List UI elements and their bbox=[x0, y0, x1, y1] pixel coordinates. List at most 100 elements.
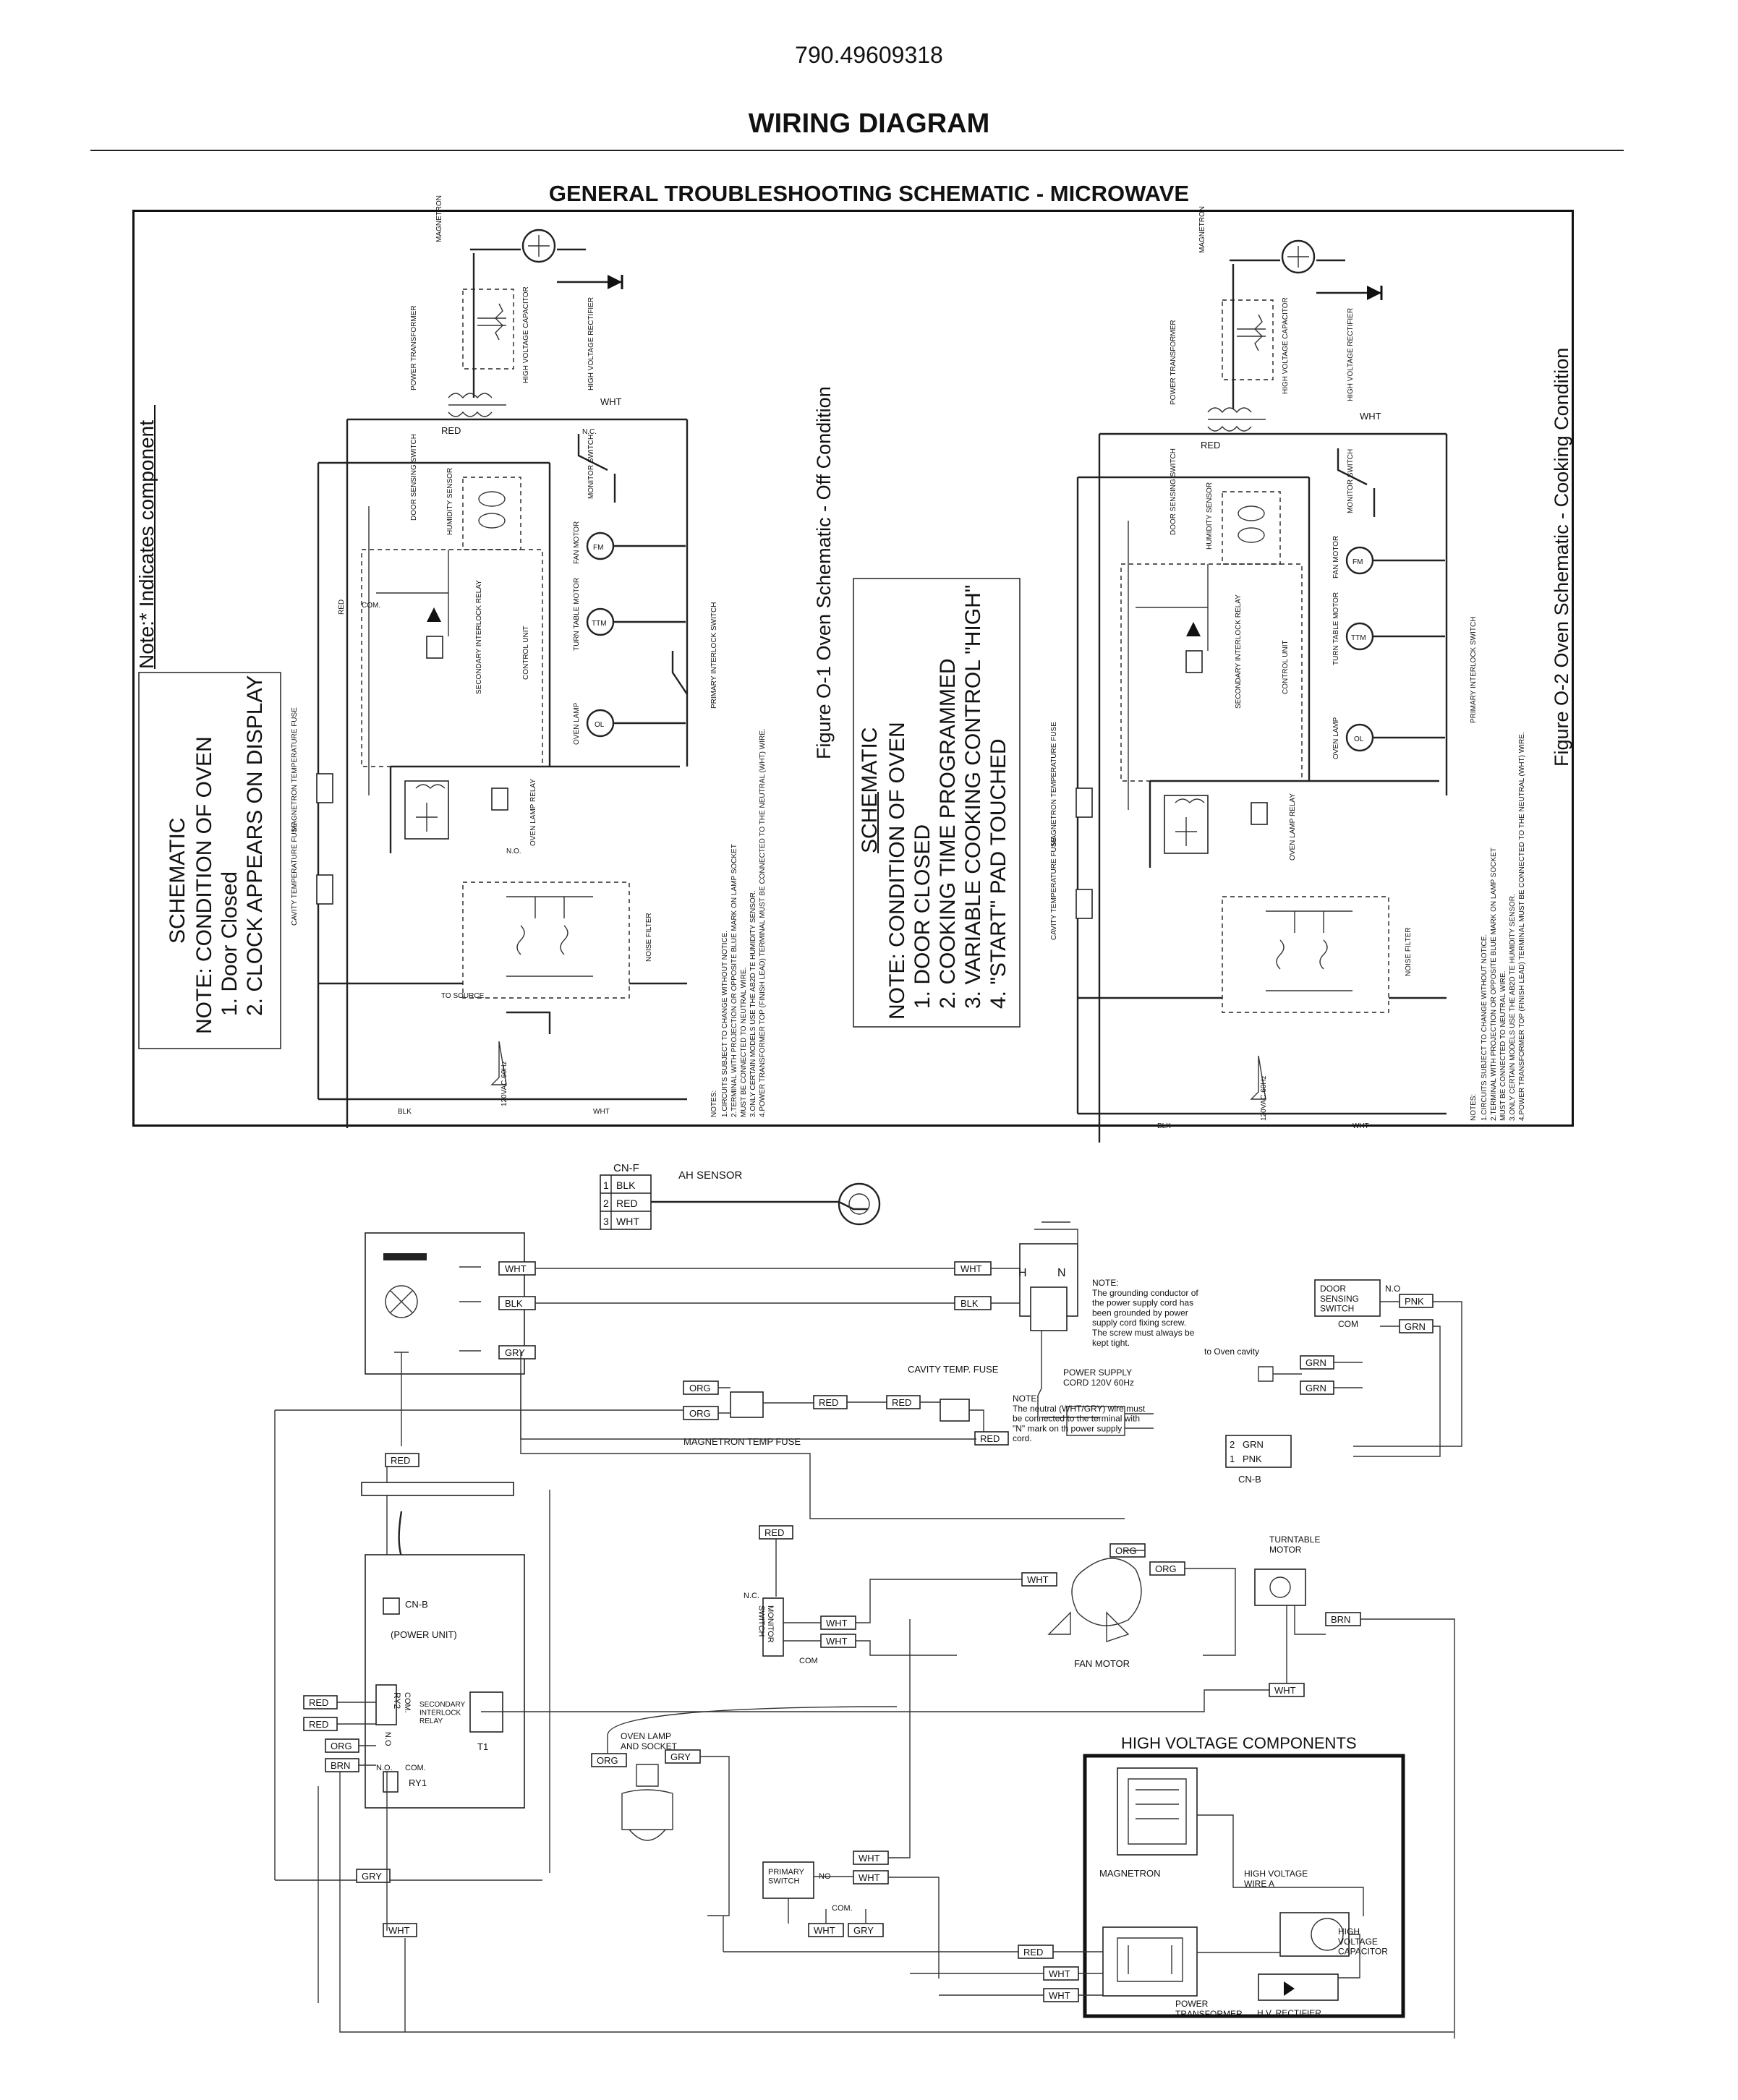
tag-blk-2: BLK bbox=[960, 1298, 979, 1309]
ry1-no: N.O. bbox=[376, 1764, 393, 1772]
cavity-temp-fuse-label: CAVITY TEMP. FUSE bbox=[908, 1364, 999, 1375]
door-com: COM bbox=[1338, 1319, 1358, 1329]
pictorial-wiring: CN-F 1 BLK 2 RED 3 WHT AH SENSOR WHT BLK… bbox=[274, 1162, 1462, 2039]
plug-h: H bbox=[1018, 1267, 1027, 1279]
figure-caption-right: Figure O-2 Oven Schematic - Cooking Cond… bbox=[1551, 348, 1572, 767]
cnb-pnk: PNK bbox=[1243, 1454, 1262, 1464]
label-red-org: RED bbox=[338, 599, 346, 615]
t1-label: T1 bbox=[477, 1741, 488, 1752]
label-primary-interlock-right: PRIMARY INTERLOCK SWITCH bbox=[1470, 617, 1478, 723]
hv-rectifier-label: H.V. RECTIFIER bbox=[1257, 2008, 1321, 2018]
note-right-2b: MUST BE CONNECTED TO NEUTRAL WIRE. bbox=[1499, 971, 1507, 1121]
label-magnetron-right: MAGNETRON bbox=[1198, 206, 1206, 253]
cnf-pin-2: 2 bbox=[603, 1198, 609, 1209]
schematic-block-title: SCHEMATIC bbox=[166, 818, 189, 944]
svg-text:OL: OL bbox=[595, 721, 605, 729]
label-primary-interlock: PRIMARY INTERLOCK SWITCH bbox=[710, 602, 718, 709]
title-rule bbox=[90, 150, 1624, 151]
tag-red-2: RED bbox=[892, 1397, 911, 1408]
tag-brn-2: BRN bbox=[1331, 1614, 1350, 1625]
label-hv-capacitor: HIGH VOLTAGE CAPACITOR bbox=[522, 286, 530, 383]
label-oven-lamp: OVEN LAMP bbox=[573, 702, 581, 745]
ry1-label: RY1 bbox=[409, 1777, 427, 1788]
tag-wht-11: WHT bbox=[1049, 1968, 1070, 1979]
tag-brn-1: BRN bbox=[331, 1760, 350, 1771]
label-oven-lamp-right: OVEN LAMP bbox=[1332, 717, 1340, 759]
label-humidity-sensor: HUMIDITY SENSOR bbox=[446, 468, 454, 535]
ry2-no: N.O bbox=[383, 1732, 392, 1746]
tag-blk-1: BLK bbox=[505, 1298, 523, 1309]
cnf-pin-1: 1 bbox=[603, 1179, 609, 1191]
condition-right-2: 2. COOKING TIME PROGRAMMED bbox=[936, 659, 960, 1010]
tag-grn-2: GRN bbox=[1305, 1357, 1326, 1368]
tag-grn-1: GRN bbox=[1405, 1321, 1426, 1332]
tag-red-3: RED bbox=[980, 1433, 1000, 1444]
label-control-unit: CONTROL UNIT bbox=[522, 626, 530, 680]
ah-sensor-label: AH SENSOR bbox=[678, 1169, 743, 1182]
tag-gry-4: GRY bbox=[853, 1925, 874, 1936]
tag-wht-7: WHT bbox=[1274, 1685, 1296, 1696]
label-humidity-sensor-right: HUMIDITY SENSOR bbox=[1206, 482, 1214, 550]
condition-title-right: NOTE: CONDITION OF OVEN bbox=[885, 722, 909, 1020]
tag-wht-1: WHT bbox=[505, 1263, 527, 1274]
tag-red-6: RED bbox=[309, 1719, 328, 1730]
label-oven-lamp-relay: OVEN LAMP RELAY bbox=[529, 779, 537, 846]
tag-red-5: RED bbox=[309, 1697, 328, 1708]
label-secondary-interlock-right: SECONDARY INTERLOCK RELAY bbox=[1235, 594, 1243, 709]
label-power-transformer: POWER TRANSFORMER bbox=[410, 305, 418, 390]
wire-wht-top-right: WHT bbox=[1360, 411, 1381, 422]
label-door-sensing-switch: DOOR SENSING SWITCH bbox=[410, 434, 418, 521]
label-magnetron-temp-fuse: MAGNETRON TEMPERATURE FUSE bbox=[291, 707, 299, 832]
wire-wht-top: WHT bbox=[600, 396, 622, 407]
note-2b: MUST BE CONNECTED TO NEUTRAL WIRE. bbox=[740, 968, 748, 1117]
label-fan-motor-right: FAN MOTOR bbox=[1332, 536, 1340, 579]
note-component: Note:* Indicates component bbox=[135, 420, 158, 669]
condition-right-4: 4. "START" PAD TOUCHED bbox=[987, 738, 1010, 1009]
label-noise-filter: NOISE FILTER bbox=[645, 913, 653, 962]
tag-org-3: ORG bbox=[331, 1741, 352, 1751]
note-4: 4.POWER TRANSFORMER TOP (FINISH LEAD) TE… bbox=[759, 728, 767, 1117]
label-to-source: TO SOURCE bbox=[441, 992, 485, 1000]
condition-1: 1. Door Closed bbox=[218, 871, 242, 1016]
cnb-grn: GRN bbox=[1243, 1439, 1264, 1450]
cnf-pin-3: 3 bbox=[603, 1216, 609, 1227]
hv-magnetron-label: MAGNETRON bbox=[1099, 1868, 1161, 1879]
svg-text:OL: OL bbox=[1354, 735, 1364, 743]
primary-com: COM. bbox=[832, 1904, 853, 1913]
label-blk-right: BLK bbox=[1157, 1122, 1171, 1130]
wire-red-top-right: RED bbox=[1201, 440, 1220, 451]
notes-title-right: NOTES: bbox=[1470, 1094, 1478, 1121]
notes-title: NOTES: bbox=[710, 1090, 718, 1117]
note-3: 3.ONLY CERTAIN MODELS USE THE AB2D TE HU… bbox=[749, 890, 757, 1117]
tag-red-7: RED bbox=[764, 1527, 784, 1538]
cnb-label: CN-B bbox=[1238, 1474, 1261, 1485]
tag-wht-6: WHT bbox=[1027, 1574, 1049, 1585]
note-right-4: 4.POWER TRANSFORMER TOP (FINISH LEAD) TE… bbox=[1518, 732, 1526, 1121]
label-cavity-temp-fuse-right: CAVITY TEMPERATURE FUSE bbox=[1050, 837, 1058, 940]
svg-text:TTM: TTM bbox=[592, 620, 607, 628]
note-right-2: 2.TERMINAL WITH PROJECTION OR OPPOSITE B… bbox=[1490, 848, 1498, 1121]
label-magnetron-temp-fuse-right: MAGNETRON TEMPERATURE FUSE bbox=[1050, 722, 1058, 846]
note-1: 1.CIRCUITS SUBJECT TO CHANGE WITHOUT NOT… bbox=[721, 931, 729, 1117]
label-blk: BLK bbox=[398, 1108, 412, 1116]
to-oven-cavity: to Oven cavity bbox=[1204, 1346, 1259, 1357]
condition-right-1: 1. DOOR CLOSED bbox=[911, 824, 934, 1009]
note-2: 2.TERMINAL WITH PROJECTION OR OPPOSITE B… bbox=[730, 844, 738, 1117]
tag-grn-3: GRN bbox=[1305, 1383, 1326, 1393]
condition-2: 2. CLOCK APPEARS ON DISPLAY bbox=[243, 675, 267, 1016]
tag-red-4: RED bbox=[391, 1455, 410, 1466]
label-secondary-interlock: SECONDARY INTERLOCK RELAY bbox=[475, 580, 483, 694]
label-hv-rectifier: HIGH VOLTAGE RECTIFIER bbox=[587, 297, 595, 390]
schematic-cooking-condition: SCHEMATIC NOTE: CONDITION OF OVEN 1. DOO… bbox=[853, 206, 1572, 1143]
wire-red-top: RED bbox=[441, 425, 461, 436]
note-right-3: 3.ONLY CERTAIN MODELS USE THE AB2D TE HU… bbox=[1509, 894, 1517, 1121]
label-power-transformer-right: POWER TRANSFORMER bbox=[1170, 320, 1177, 405]
document-title: WIRING DIAGRAM bbox=[748, 108, 990, 139]
